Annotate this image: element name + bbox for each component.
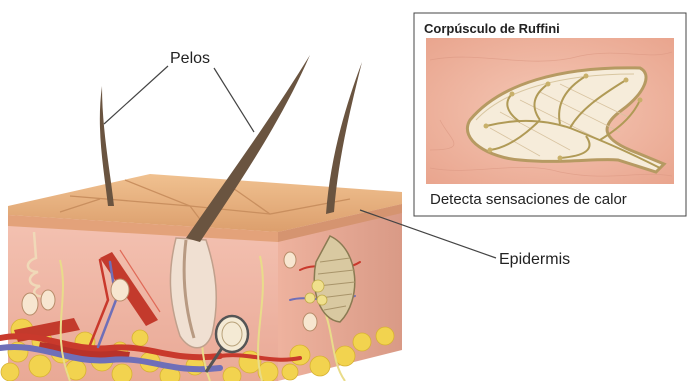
- inset-caption: Detecta sensaciones de calor: [430, 191, 627, 208]
- inset-title: Corpúsculo de Ruffini: [424, 21, 560, 36]
- label-pelos: Pelos: [170, 50, 210, 68]
- pelos-pointer-left: [104, 66, 168, 124]
- ruffini-inset: [414, 13, 686, 216]
- pelos-pointer-center: [214, 68, 254, 132]
- skin-block: [0, 55, 402, 381]
- label-epidermis: Epidermis: [499, 251, 570, 269]
